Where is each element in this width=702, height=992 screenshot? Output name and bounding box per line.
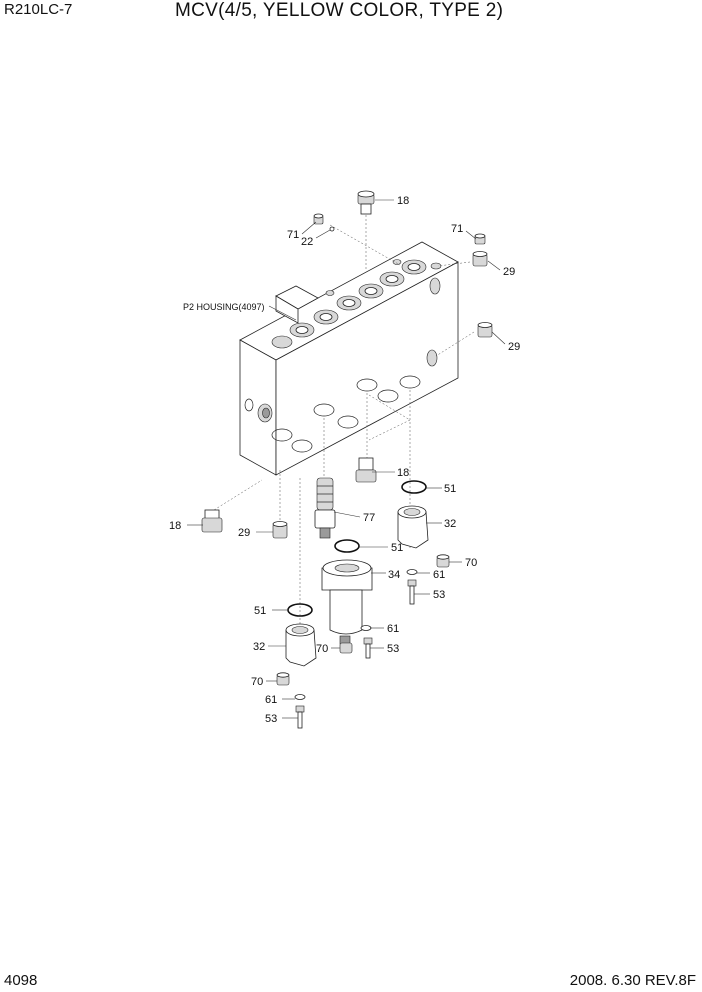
plug-29-mid bbox=[477, 322, 493, 338]
washer-61-upper bbox=[406, 569, 418, 575]
plug-18-mid bbox=[355, 457, 377, 483]
bolt-53-lower bbox=[295, 705, 305, 729]
callout-18: 18 bbox=[397, 467, 409, 479]
plug-29-top bbox=[472, 251, 488, 267]
bolt-53-mid bbox=[363, 637, 373, 659]
callout-53: 53 bbox=[433, 589, 445, 601]
callout-53: 53 bbox=[265, 713, 277, 725]
callout-61: 61 bbox=[265, 694, 277, 706]
callout-61: 61 bbox=[433, 569, 445, 581]
callout-18: 18 bbox=[169, 520, 181, 532]
callout-70: 70 bbox=[465, 557, 477, 569]
plug-70-upper bbox=[436, 554, 450, 568]
o-ring-51-upper bbox=[401, 480, 427, 494]
callout-71: 71 bbox=[451, 223, 463, 235]
callout-29: 29 bbox=[238, 527, 250, 539]
callout-61: 61 bbox=[387, 623, 399, 635]
leader-lines bbox=[187, 199, 506, 719]
plug-71-right bbox=[474, 233, 486, 245]
callout-70: 70 bbox=[251, 676, 263, 688]
callout-77: 77 bbox=[363, 512, 375, 524]
callout-32: 32 bbox=[444, 518, 456, 530]
callout-51: 51 bbox=[444, 483, 456, 495]
revision-date: 2008. 6.30 REV.8F bbox=[569, 972, 696, 989]
callout-71: 71 bbox=[287, 229, 299, 241]
orifice-22 bbox=[329, 226, 335, 232]
o-ring-51-mid bbox=[334, 539, 360, 553]
bolt-53-upper bbox=[407, 579, 417, 605]
callout-18: 18 bbox=[397, 195, 409, 207]
plug-18-top bbox=[357, 190, 375, 215]
callout-22: 22 bbox=[301, 236, 313, 248]
callout-53: 53 bbox=[387, 643, 399, 655]
plug-70-mid bbox=[339, 642, 353, 654]
washer-61-mid bbox=[360, 625, 372, 631]
model-code: R210LC-7 bbox=[4, 1, 73, 18]
callout-51: 51 bbox=[391, 542, 403, 554]
valve-77 bbox=[314, 477, 336, 539]
page-title: MCV(4/5, YELLOW COLOR, TYPE 2) bbox=[175, 0, 504, 21]
housing-reference-note: P2 HOUSING(4097) bbox=[183, 302, 265, 312]
callout-32: 32 bbox=[253, 641, 265, 653]
callout-51: 51 bbox=[254, 605, 266, 617]
page-number: 4098 bbox=[4, 972, 38, 989]
cover-32-lower bbox=[285, 623, 317, 667]
housing-34 bbox=[321, 559, 373, 645]
callout-70: 70 bbox=[316, 643, 328, 655]
washer-61-lower bbox=[294, 694, 306, 700]
cover-32-upper bbox=[397, 505, 429, 549]
plug-29-left bbox=[272, 521, 288, 539]
plug-70-lower bbox=[276, 672, 290, 686]
plug-18-left bbox=[201, 509, 223, 533]
callout-29: 29 bbox=[503, 266, 515, 278]
callout-29: 29 bbox=[508, 341, 520, 353]
callout-34: 34 bbox=[388, 569, 400, 581]
valve-housing bbox=[239, 241, 459, 476]
plug-71-left bbox=[313, 213, 324, 225]
